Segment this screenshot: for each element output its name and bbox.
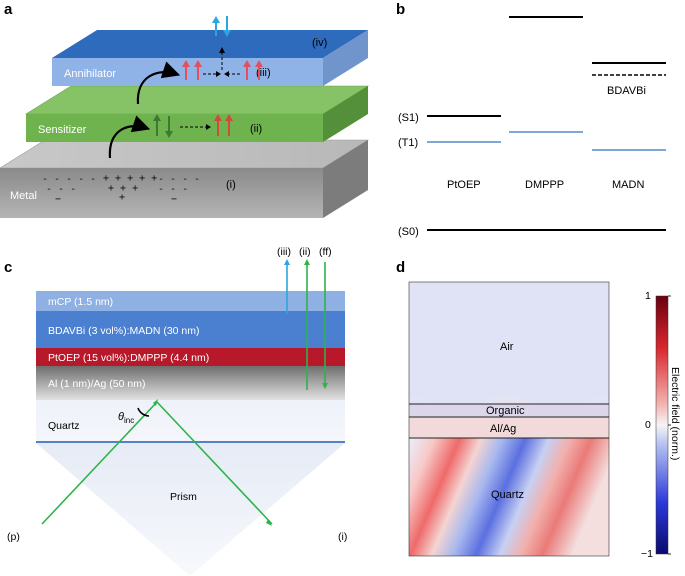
mcp-label: mCP (1.5 nm) [48,296,113,308]
reflected-beam-i [156,401,273,525]
beam-label-ii: (ii) [299,246,311,258]
panel-c-letter: c [4,259,12,276]
svg-text:- - -: - - - [46,184,76,195]
prism-label: Prism [170,491,197,503]
panel-d: d Air Organic Al/Ag Quartz 1 0 [396,259,681,560]
state-label-s1: (S1) [398,112,419,124]
panel-d-letter: d [396,259,405,276]
panel-a: a Metal (i) - - - - - - - - − + + + + + … [0,1,370,218]
colorbar-mid: 0 [645,419,651,431]
beam-label-i: (i) [338,531,347,543]
bdavbi-label: BDAVBi [607,85,646,97]
sensitizer-spins [153,114,233,138]
ptoep-dmppp-label: PtOEP (15 vol%):DMPPP (4.4 nm) [48,352,209,364]
beam-label-ff: (ff) [319,246,332,258]
state-label-t1: (T1) [398,137,418,149]
colorbar [655,295,669,555]
quartz-substrate [36,400,345,442]
emitted-singlet-spins [212,16,231,37]
panel-b: b (S1) (T1) (S0) BDAVBi PtOEP DMPPP MADN [396,1,666,238]
madn-label: MADN [612,179,644,191]
panel-a-letter: a [4,1,13,18]
incident-beam-p [41,401,158,525]
charge-distribution: - - - - - - - - − + + + + + + + + + - - … [42,173,200,205]
svg-text:- - - - -: - - - - - [42,174,96,185]
quartz-field-label: Quartz [491,489,524,501]
annihilator-layer: Annihilator (iii) (iv) [52,30,368,86]
state-label-s0: (S0) [398,226,419,238]
colorbar-title: Electric field (norm.) [669,367,681,460]
alag-label: Al/Ag [490,423,516,435]
bdavbi-madn-layer [36,311,345,348]
region-iv-label: (iv) [312,37,327,49]
sensitizer-layer: Sensitizer (ii) [24,85,370,142]
region-ii-label: (ii) [250,123,262,135]
organic-label: Organic [486,405,525,417]
ptoep-label: PtOEP [447,179,481,191]
colorbar-min: −1 [641,548,653,560]
al-ag-label: Al (1 nm)/Ag (50 nm) [48,378,145,390]
svg-text:+ + +: + + + [108,183,138,194]
metal-layer: Metal (i) - - - - - - - - − + + + + + + … [0,139,370,218]
annihilator-spins [182,47,263,80]
svg-text:- - - -: - - - - [158,174,200,185]
beam-label-iii: (iii) [277,246,291,258]
svg-text:+: + [119,192,125,203]
prism [36,443,345,576]
energy-transfer-arrow-upper [136,61,181,105]
region-i-label: (i) [226,179,236,191]
svg-text:−: − [55,194,61,205]
bdavbi-madn-label: BDAVBi (3 vol%):MADN (30 nm) [48,325,200,337]
svg-text:−: − [171,194,177,205]
beam-label-p: (p) [7,531,20,543]
svg-text:+ + + + +: + + + + + [103,173,157,184]
mcp-layer [36,291,345,311]
annihilator-label: Annihilator [64,68,116,80]
panel-b-letter: b [396,1,405,18]
svg-text:- - -: - - - [158,184,188,195]
colorbar-max: 1 [645,290,651,302]
al-ag-layer [36,366,345,400]
quartz-label: Quartz [48,420,80,432]
sensitizer-label: Sensitizer [38,124,87,136]
angle-theta: θinc [118,411,134,425]
panel-c: c mCP (1.5 nm) BDAVBi (3 vol%):MADN (30 … [4,246,347,576]
incidence-angle-arc [137,407,150,417]
dmppp-label: DMPPP [525,179,564,191]
air-label: Air [500,341,514,353]
metal-label: Metal [10,190,37,202]
ptoep-dmppp-layer [36,348,345,366]
energy-transfer-arrow-lower [108,115,151,159]
field-map [409,282,609,556]
